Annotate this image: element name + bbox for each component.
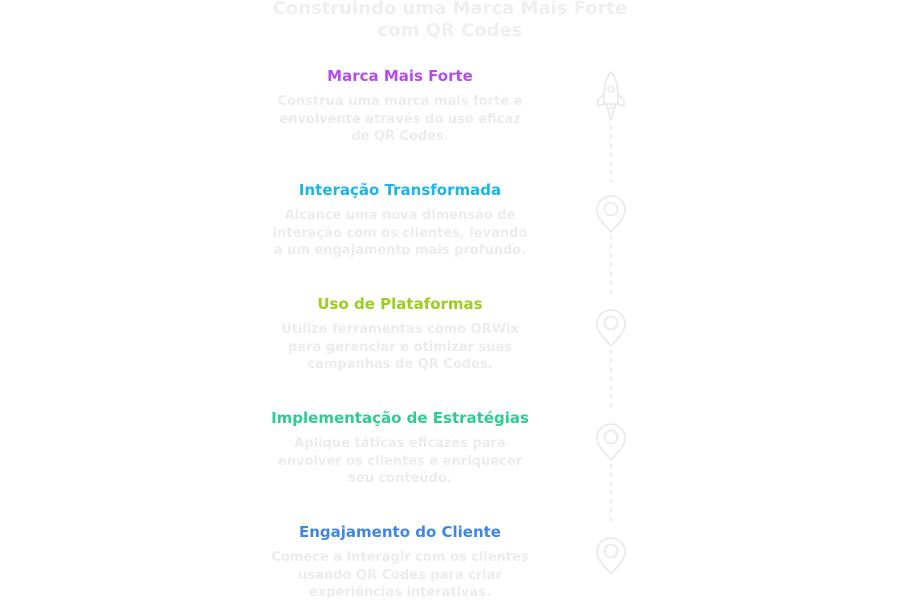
- step-5-description: Comece a interagir com os clientes usand…: [271, 550, 529, 600]
- page-title: Construindo uma Marca Mais Forte com QR …: [272, 0, 628, 41]
- map-pin-icon: [596, 309, 626, 347]
- step-3-title: Uso de Plataformas: [317, 295, 483, 313]
- step-3-description: Utilize ferramentas como QRWix para gere…: [281, 322, 519, 372]
- step-1-title: Marca Mais Forte: [327, 67, 473, 85]
- map-pin-icon: [596, 423, 626, 461]
- step-5-title: Engajamento do Cliente: [299, 523, 501, 541]
- step-4-title: Implementação de Estratégias: [271, 409, 529, 427]
- rocket-icon: [597, 71, 625, 121]
- step-4-description: Aplique táticas eficazes para envolver o…: [278, 436, 522, 486]
- step-1-description: Construa uma marca mais forte e envolven…: [277, 94, 523, 144]
- step-2-title: Interação Transformada: [298, 181, 502, 199]
- map-pin-icon: [596, 195, 626, 233]
- map-pin-icon: [596, 537, 626, 575]
- step-2-description: Alcance uma nova dimensão de interação c…: [272, 208, 528, 258]
- timeline: [586, 64, 636, 600]
